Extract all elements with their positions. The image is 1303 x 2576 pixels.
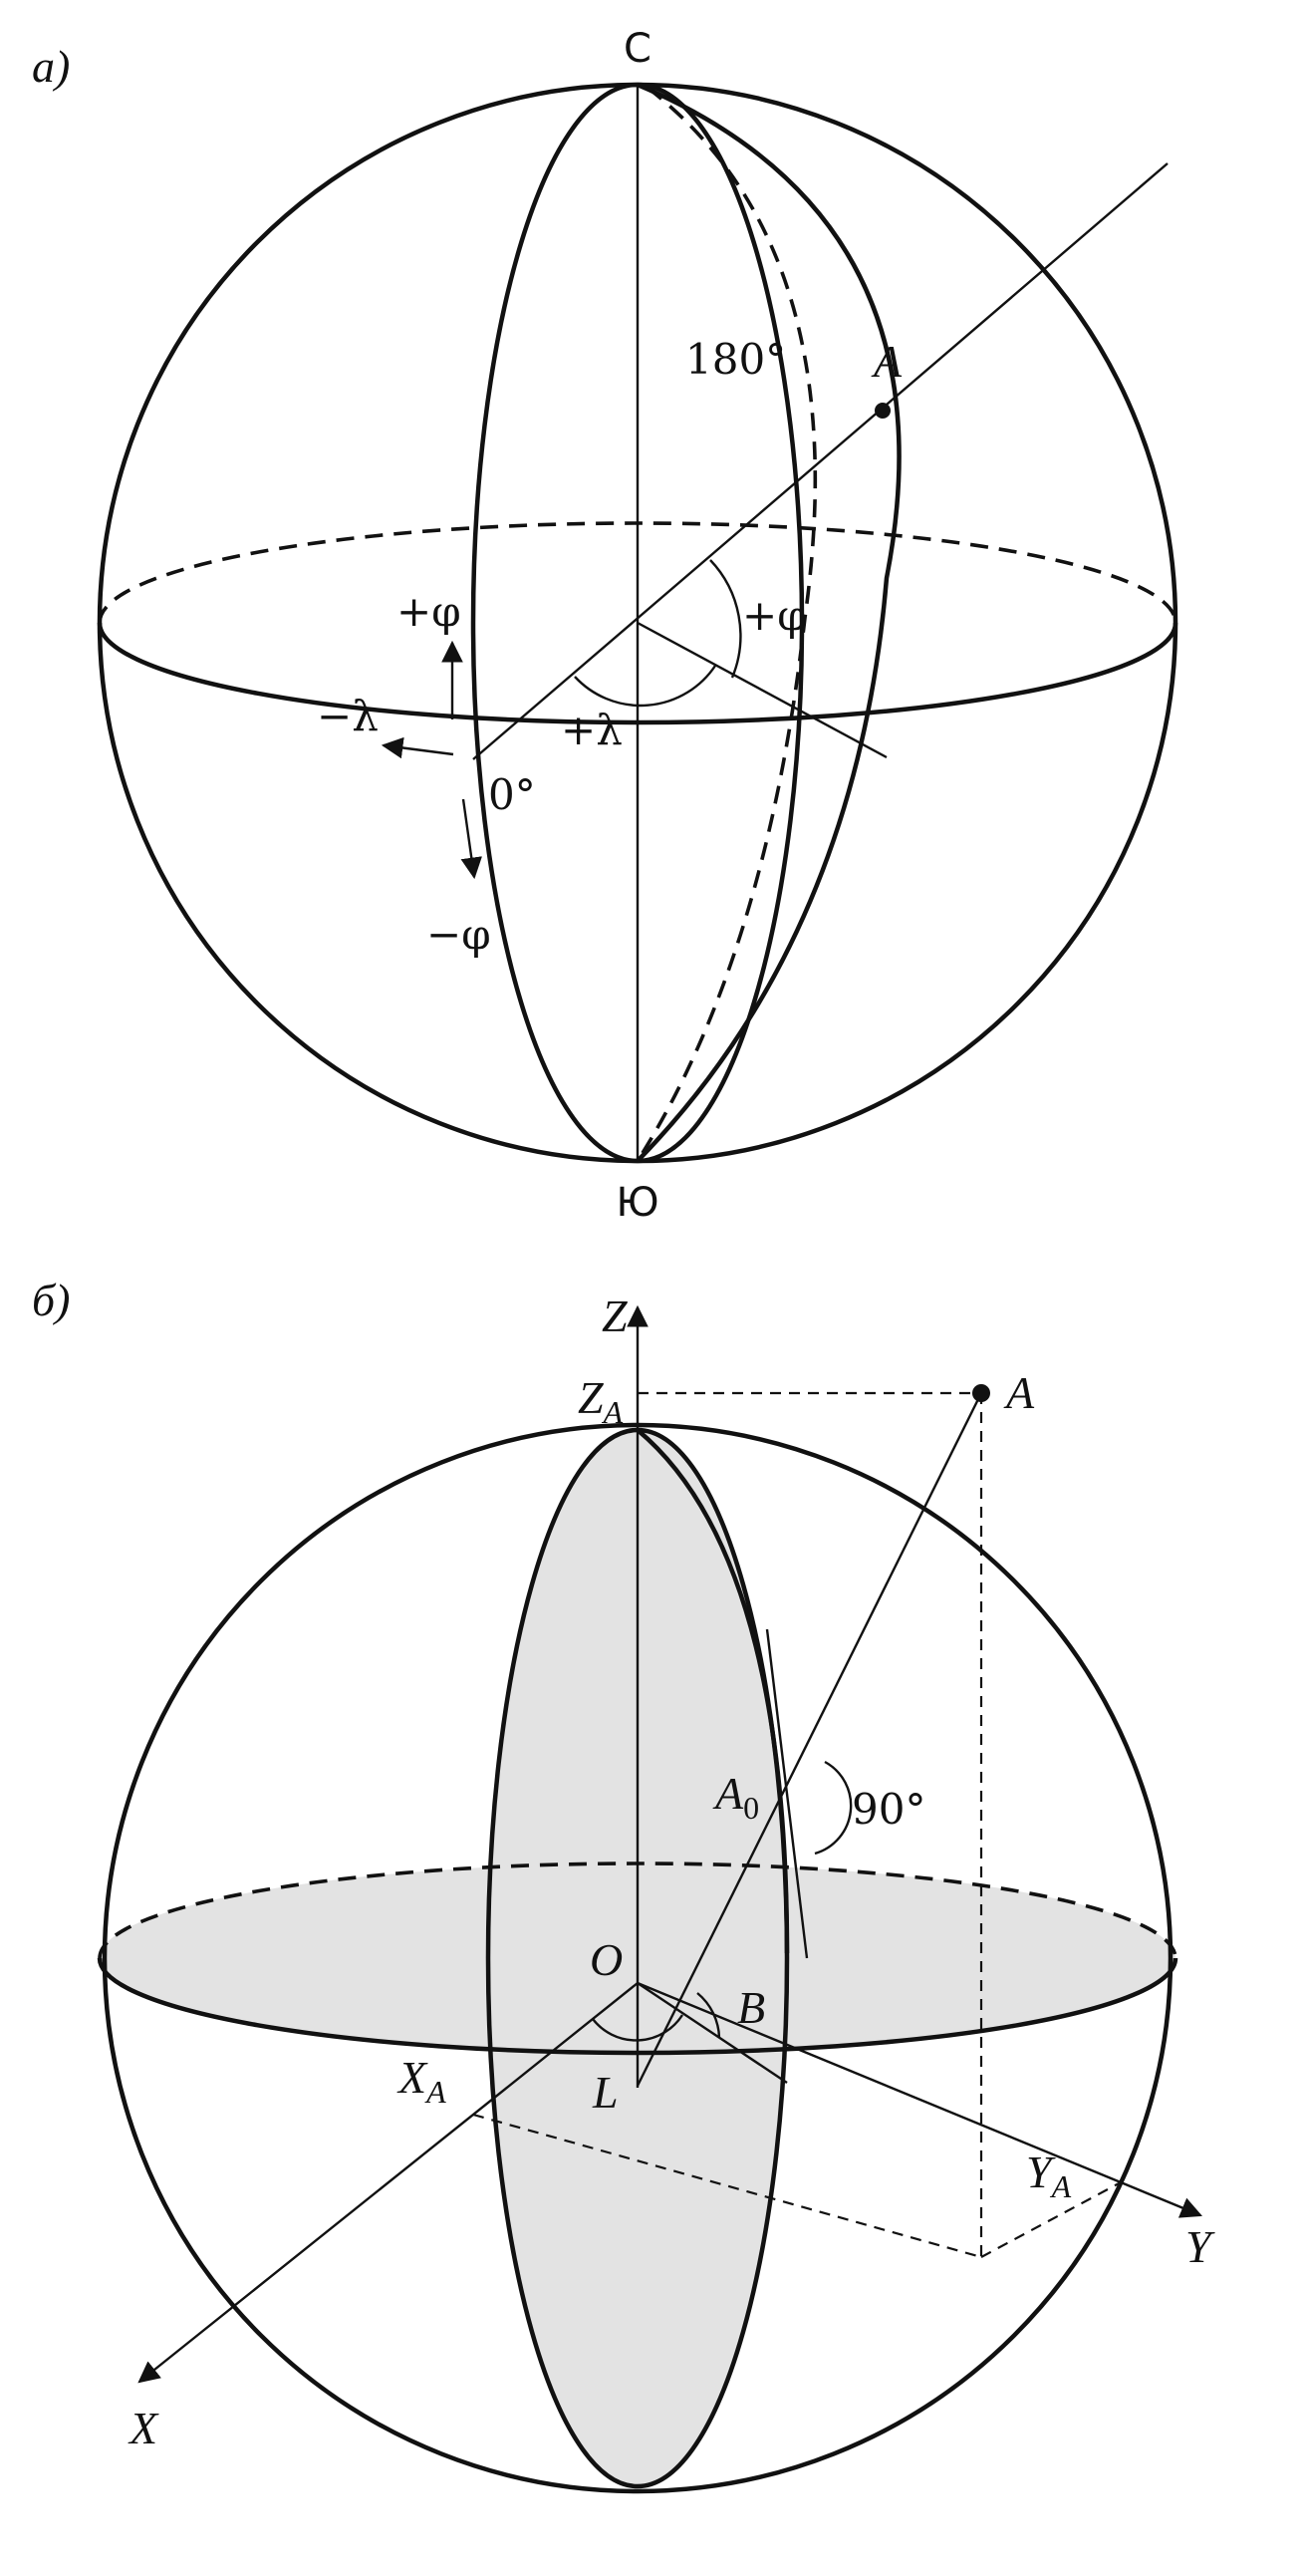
plus-lambda-label: +λ xyxy=(561,706,623,754)
minus-phi-label: −φ xyxy=(426,910,491,959)
angle-l-label: L xyxy=(592,2067,619,2118)
angle-arc-90 xyxy=(814,1760,853,1856)
angle-arc-b xyxy=(696,1992,721,2039)
radius-b-to-equator xyxy=(637,1982,788,2084)
point-a-label: A xyxy=(871,336,903,387)
ninety-degree-label: 90° xyxy=(852,1785,925,1834)
meridian-180-dashed xyxy=(636,86,818,1162)
a0-label: A0 xyxy=(712,1768,759,1826)
plus-phi-right-label: +φ xyxy=(742,591,807,640)
x-axis xyxy=(137,1982,639,2384)
zero-degree-label: 0° xyxy=(488,770,536,819)
y-a-label: YA xyxy=(1026,2147,1072,2204)
z-a-label: ZA xyxy=(578,1372,624,1430)
projection-y-dashed xyxy=(980,2181,1122,2258)
panel-b-cartesian-sphere: б) Z ZA A A0 90° O B XA L YA Y X xyxy=(32,1275,1215,2494)
point-a-dot xyxy=(875,403,891,419)
x-a-label: XA xyxy=(396,2052,446,2110)
y-axis-label: Y xyxy=(1185,2221,1215,2272)
x-axis-label: X xyxy=(128,2403,159,2453)
plus-phi-left-label: +φ xyxy=(396,587,461,636)
angle-arc-lambda xyxy=(574,665,716,708)
arrow-minus-lambda xyxy=(381,736,454,759)
arrow-minus-phi xyxy=(460,798,482,880)
minus-lambda-label: −λ xyxy=(317,692,379,740)
meridian-180-label: 180° xyxy=(685,335,786,384)
angle-arc-phi xyxy=(709,559,742,679)
meridian-through-a xyxy=(636,82,902,1163)
line-to-point-a xyxy=(636,1392,983,2087)
panel-a-geographic-sphere: а) С Ю 180° A +φ +φ −λ +λ 0° −φ xyxy=(32,26,1178,1226)
z-axis-label: Z xyxy=(602,1290,628,1341)
panel-a-label: а) xyxy=(32,41,70,92)
point-a-b-dot xyxy=(972,1384,990,1402)
y-axis xyxy=(637,1981,1202,2218)
meridian-through-a0 xyxy=(636,1428,790,1954)
radius-line-to-a xyxy=(472,162,1169,760)
south-pole-label: Ю xyxy=(616,1180,658,1226)
angle-b-label: B xyxy=(737,1982,765,2033)
tangent-line-a0 xyxy=(765,1628,809,1959)
point-a-b-label: A xyxy=(1003,1367,1035,1418)
angle-arc-l xyxy=(592,2014,684,2042)
radius-to-equator xyxy=(637,621,888,759)
north-pole-label: С xyxy=(624,26,652,72)
origin-label: O xyxy=(590,1934,623,1985)
panel-b-label: б) xyxy=(32,1275,70,1325)
projection-x-dashed xyxy=(472,2113,982,2259)
